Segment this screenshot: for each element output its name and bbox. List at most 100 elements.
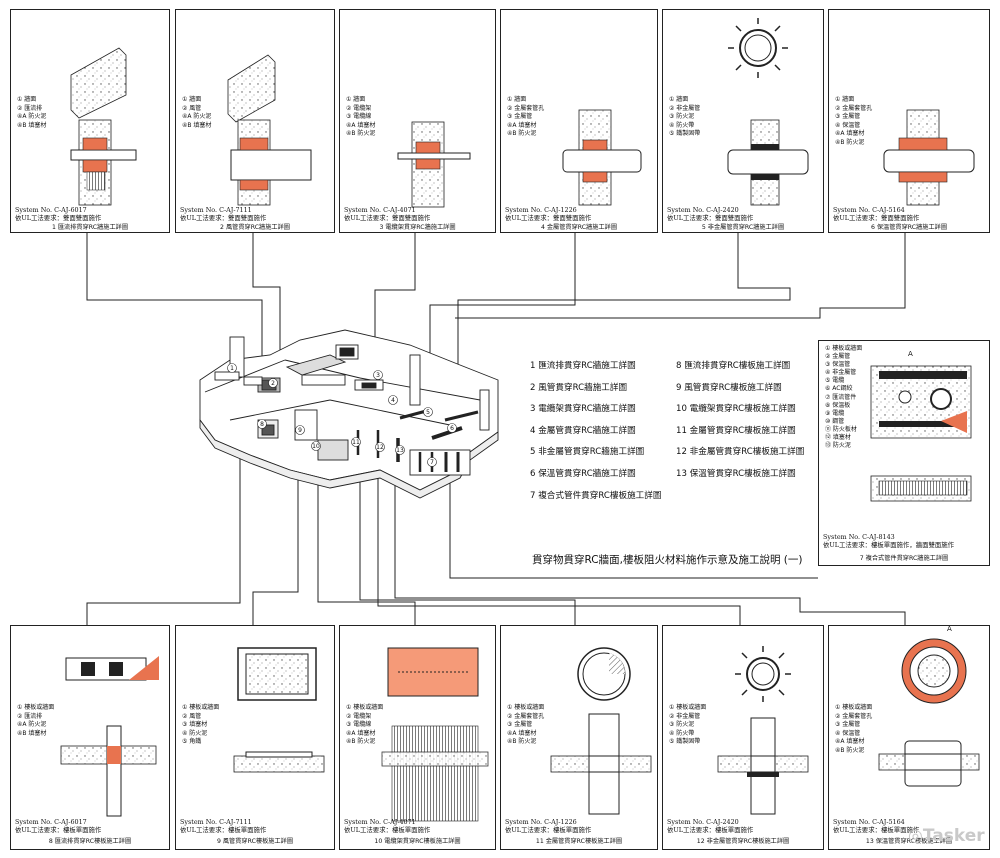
legend-item: ⑥ AC鋼絞 bbox=[825, 385, 853, 393]
key-item-13: 13 保溫管貫穿RC樓板施工詳圖 bbox=[676, 464, 804, 486]
svg-text:9: 9 bbox=[298, 427, 302, 434]
system-info-8: System No. C-AJ-6017 依UL工法要求：樓板單面施作 bbox=[15, 818, 101, 834]
key-item-2: 2 風管貫穿RC牆施工詳圖 bbox=[530, 378, 661, 400]
key-item-10: 10 電纜架貫穿RC樓板施工詳圖 bbox=[676, 399, 804, 421]
caption-11: 11 金屬管貫穿RC樓板施工詳圖 bbox=[501, 836, 657, 845]
ul-requirement: 雙面雙面施作 bbox=[714, 214, 754, 222]
watermark-logo-icon: ◎ bbox=[908, 826, 923, 846]
caption-number: 8 bbox=[48, 838, 53, 845]
panel-9: ① 樓板或牆面 ② 風管 ③ 填塞材 ④ 防火泥 ⑤ 角鐵 System No.… bbox=[175, 625, 335, 850]
legend-item: ① 樓板或牆面 bbox=[182, 704, 220, 711]
key-label: 複合式管件貫穿RC樓板施工詳圖 bbox=[538, 490, 662, 501]
detail-drawing-6 bbox=[883, 109, 975, 206]
key-label: 匯流排貫穿RC牆施工詳圖 bbox=[538, 361, 636, 371]
ul-requirement: 樓板單面施作 bbox=[227, 826, 267, 834]
ul-requirement: 雙面雙面施作 bbox=[880, 214, 920, 222]
connector-9 bbox=[252, 435, 299, 625]
panel-6: ① 牆面 ② 金屬套管孔 ③ 金屬管 ④ 保溫管 ④A 填塞材 ④B 防火泥 S… bbox=[828, 9, 990, 233]
key-item-4: 4 金屬管貫穿RC牆施工詳圖 bbox=[530, 421, 661, 443]
connector-lines bbox=[86, 233, 906, 625]
legend-item: ④A 防火泥 bbox=[182, 113, 212, 121]
legend-item: ③ 金屬管 bbox=[507, 721, 533, 729]
key-label: 電纜架貫穿RC樓板施工詳圖 bbox=[689, 404, 796, 415]
legend-item: ⑧ 保溫板 bbox=[825, 401, 851, 409]
caption-text: 電纜架貫穿RC牆施工詳圖 bbox=[385, 224, 456, 231]
legend-item: ④A 填塞材 bbox=[835, 738, 865, 746]
legend-item: ① 牆面 bbox=[182, 96, 202, 103]
ul-requirement: 樓板單面施作 bbox=[552, 826, 592, 834]
legend-item: ④ 非金屬管 bbox=[825, 369, 857, 377]
legend-item: ④A 填塞材 bbox=[507, 729, 537, 737]
legend-item: ⑤ 電纜 bbox=[825, 377, 845, 385]
legend-item: ④B 防火泥 bbox=[507, 130, 537, 138]
watermark-text: Tasker bbox=[922, 826, 985, 846]
connector-11 bbox=[359, 440, 576, 625]
legend-7: ① 樓板或牆面 ② 金屬管 ③ 保溫管 ④ 非金屬管 ⑤ 電纜 ⑥ AC鋼絞 ⑦… bbox=[825, 345, 862, 450]
caption-number: 3 bbox=[379, 224, 384, 231]
svg-text:12: 12 bbox=[376, 444, 384, 451]
legend-item: ③ 金屬管 bbox=[835, 721, 861, 729]
legend-item: ② 金屬套管孔 bbox=[507, 712, 545, 720]
ul-prefix: 依UL工法要求： bbox=[833, 214, 881, 222]
legend-item: ④A 填塞材 bbox=[346, 121, 376, 129]
detail-drawing-7 bbox=[870, 365, 972, 502]
caption-text: 金屬管貫穿RC樓板施工詳圖 bbox=[545, 838, 623, 845]
svg-text:3: 3 bbox=[376, 372, 380, 379]
legend-item: ④A 填塞材 bbox=[835, 130, 865, 138]
legend-item: ④A 防火泥 bbox=[17, 721, 47, 729]
detail-drawing-3 bbox=[397, 121, 471, 208]
legend-item: ④A 防火泥 bbox=[17, 113, 47, 121]
legend-item: ⑩ 鋼管 bbox=[825, 417, 845, 425]
caption-6: 6 保溫管貫穿RC牆施工詳圖 bbox=[829, 222, 989, 231]
connector-12 bbox=[377, 442, 741, 625]
system-info-4: System No. C-AJ-1226 依UL工法要求：雙面雙面施作 bbox=[505, 206, 591, 222]
legend-item: ④B 防火泥 bbox=[835, 138, 865, 146]
detail-drawing-11 bbox=[550, 647, 652, 815]
svg-text:1: 1 bbox=[230, 365, 234, 372]
legend-item: ② 金屬套管孔 bbox=[507, 104, 545, 112]
caption-number: 6 bbox=[870, 224, 875, 231]
caption-number: 2 bbox=[220, 224, 224, 231]
section-mark: A bbox=[908, 350, 913, 358]
key-item-12: 12 非金屬管貫穿RC樓板施工詳圖 bbox=[676, 442, 804, 464]
section-mark: A bbox=[947, 625, 952, 633]
caption-text: 匯流排貫穿RC樓板施工詳圖 bbox=[54, 838, 132, 845]
key-number: 9 bbox=[676, 382, 682, 393]
panel-5: ① 牆面 ② 非金屬管 ③ 防火泥 ④ 防火帶 ⑤ 鐵製固帶 System No… bbox=[662, 9, 824, 233]
legend-item: ① 樓板或牆面 bbox=[507, 704, 545, 711]
legend-item: ③ 電纜線 bbox=[346, 721, 372, 729]
caption-text: 匯流排貫穿RC牆施工詳圖 bbox=[57, 224, 129, 231]
svg-text:13: 13 bbox=[396, 447, 404, 454]
panel-12: ① 樓板或牆面 ② 非金屬管 ③ 防火泥 ④ 防火帶 ⑤ 鐵製固帶 System… bbox=[662, 625, 824, 850]
legend-item: ② 金屬套管孔 bbox=[835, 712, 873, 720]
caption-text: 風管貫穿RC牆施工詳圖 bbox=[225, 224, 290, 231]
legend-item: ④ 保溫管 bbox=[835, 121, 861, 129]
legend-4: ① 牆面 ② 金屬套管孔 ③ 金屬管 ④A 填塞材 ④B 防火泥 bbox=[507, 96, 544, 139]
connector-10 bbox=[317, 440, 416, 625]
system-info-7: System No. C-AJ-8143 依UL工法要求：樓板單面施作，牆面雙面… bbox=[823, 533, 954, 549]
caption-text: 非金屬管貫穿RC牆施工詳圖 bbox=[707, 224, 785, 231]
legend-6: ① 牆面 ② 金屬套管孔 ③ 金屬管 ④ 保溫管 ④A 填塞材 ④B 防火泥 bbox=[835, 96, 872, 148]
panel-13: ① 樓板或牆面 ② 金屬套管孔 ③ 金屬管 ④ 保溫管 ④A 填塞材 ④B 防火… bbox=[828, 625, 990, 850]
legend-2: ① 牆面 ② 風管 ④A 防火泥 ④B 填塞材 bbox=[182, 96, 211, 130]
system-info-10: System No. C-AJ-4071 依UL工法要求：樓板單面施作 bbox=[344, 818, 430, 834]
caption-number: 9 bbox=[216, 838, 221, 845]
svg-text:6: 6 bbox=[450, 425, 454, 432]
system-number: System No. C-AJ-4071 bbox=[344, 206, 416, 214]
legend-item: ② 風管 bbox=[182, 104, 202, 112]
legend-item: ② 電纜架 bbox=[346, 712, 372, 720]
key-number: 2 bbox=[530, 382, 536, 393]
system-info-12: System No. C-AJ-2420 依UL工法要求：樓板單面施作 bbox=[667, 818, 753, 834]
system-number: System No. C-AJ-2420 bbox=[667, 818, 739, 826]
connector-6 bbox=[455, 233, 906, 319]
caption-10: 10 電纜架貫穿RC樓板施工詳圖 bbox=[340, 836, 495, 845]
caption-3: 3 電纜架貫穿RC牆施工詳圖 bbox=[340, 222, 495, 231]
legend-item: ③ 防火泥 bbox=[669, 113, 695, 121]
detail-drawing-12 bbox=[717, 646, 809, 815]
key-number: 3 bbox=[530, 404, 536, 415]
connector-4 bbox=[429, 233, 576, 400]
caption-number: 11 bbox=[535, 838, 544, 845]
key-item-6: 6 保溫管貫穿RC牆施工詳圖 bbox=[530, 464, 661, 486]
system-number: System No. C-AJ-2420 bbox=[667, 206, 739, 214]
